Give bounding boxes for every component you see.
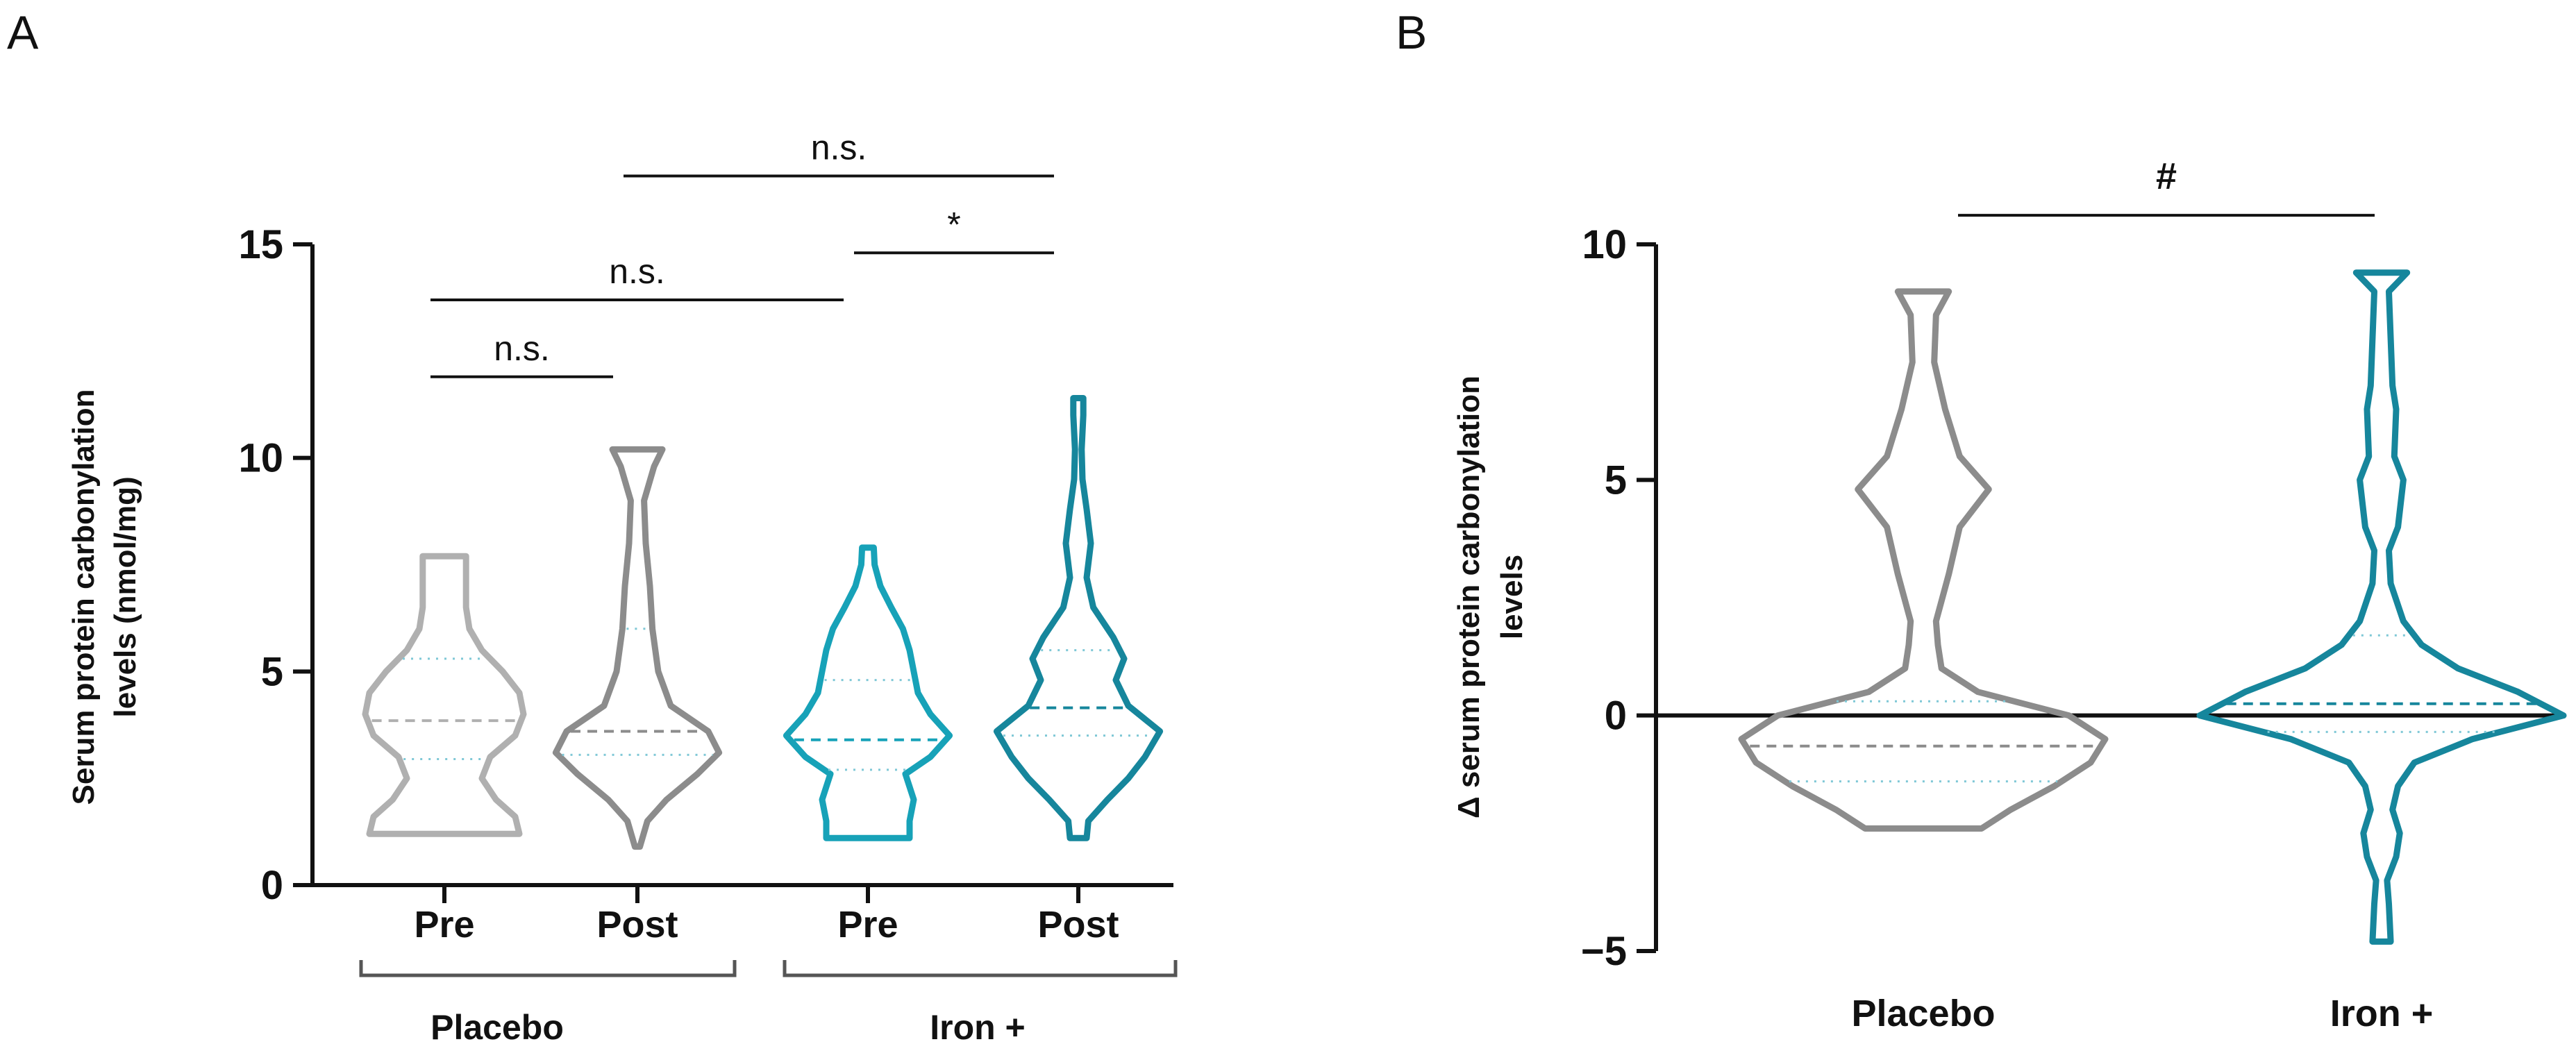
panel-b-violin-0-outline — [1738, 288, 2109, 832]
panel-b-label: B — [1396, 6, 1427, 59]
panel-a-xtick-label-1: Post — [596, 904, 678, 945]
panel-b: B Δ serum protein carbonylation levels −… — [1396, 6, 2567, 1034]
panel-b-ytick-label-1: 0 — [1605, 693, 1627, 739]
panel-a-significance-label-1: n.s. — [609, 252, 665, 291]
panel-b-ytick-label-3: 10 — [1582, 222, 1627, 267]
panel-b-xtick-label-0: Placebo — [1851, 993, 1995, 1034]
panel-a-xtick-label-3: Post — [1037, 904, 1119, 945]
panel-a-ytick-label-10: 10 — [238, 436, 283, 481]
panel-a-xtick-label-0: Pre — [414, 904, 474, 945]
panel-b-xtick-label-1: Iron + — [2330, 993, 2434, 1034]
panel-a-label: A — [7, 6, 39, 59]
panel-a-violin-2-outline — [783, 544, 953, 841]
panel-b-ytick-label-0: −5 — [1581, 929, 1627, 974]
panel-a-ylabel-line2: levels (nmol/mg) — [108, 476, 142, 717]
panel-a-violin-3-outline — [993, 395, 1164, 841]
panel-a-ytick-label-0: 0 — [261, 863, 283, 908]
panel-a-ytick-label-15: 15 — [238, 222, 283, 267]
panel-a-significance-label-3: n.s. — [811, 128, 867, 167]
panel-b-significance-label-0: # — [2156, 155, 2177, 197]
panel-a-group-label-iron: Iron + — [930, 1008, 1026, 1047]
panel-a-group-bracket-1 — [783, 960, 1178, 977]
panel-a-violin-0-outline — [362, 553, 527, 837]
panel-a-ylabel-line1: Serum protein carbonylation — [67, 389, 101, 805]
panel-a-ytick-label-5: 5 — [261, 649, 283, 694]
panel-b-ytick-label-2: 5 — [1605, 457, 1627, 503]
panel-b-violin-1-outline — [2196, 269, 2567, 945]
panel-a-xtick-label-2: Pre — [837, 904, 898, 945]
panel-a-significance-label-2: * — [947, 205, 960, 244]
panel-a-significance-label-0: n.s. — [494, 329, 550, 368]
panel-a-group-label-placebo: Placebo — [430, 1008, 564, 1047]
panel-a-group-bracket-0 — [359, 960, 737, 977]
panel-b-ylabel-line1: Δ serum protein carbonylation — [1452, 376, 1486, 818]
panel-b-ylabel-line2: levels — [1495, 555, 1529, 639]
panel-a: A Serum protein carbonylation levels (nm… — [7, 6, 1178, 1047]
panel-a-violin-1-outline — [552, 446, 723, 850]
